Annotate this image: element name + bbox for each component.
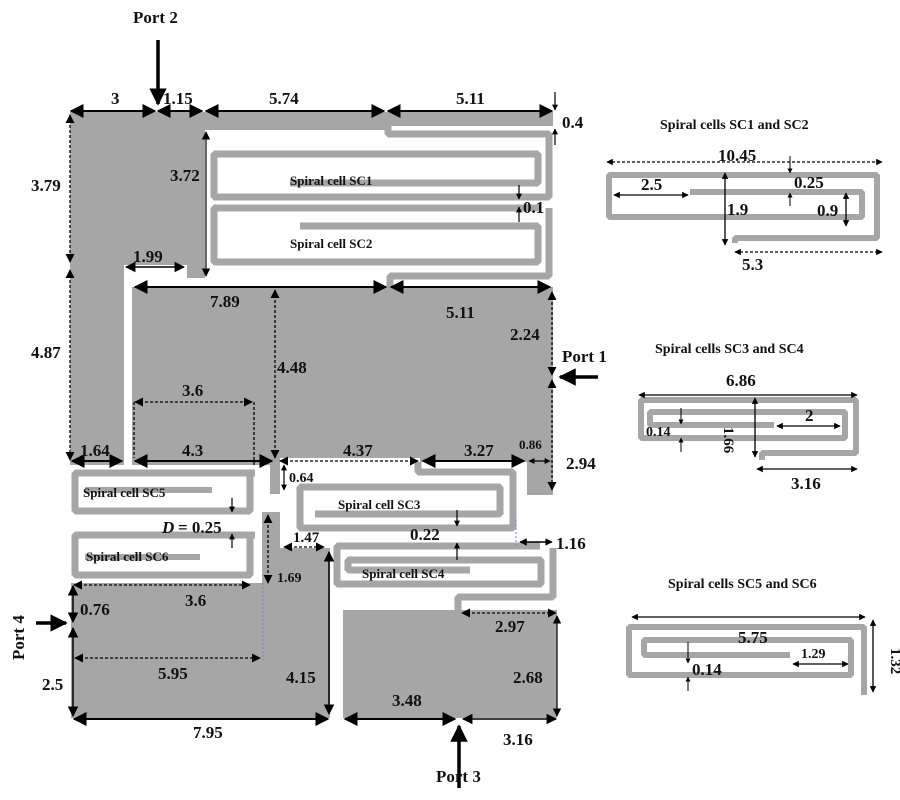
dim-2-97: 2.97 [495,617,525,636]
dim-3-6-upper: 3.6 [182,381,203,400]
dim-4-15: 4.15 [286,668,316,687]
detail-dim-1-32: 1.32 [887,648,900,674]
port4-patch [71,512,330,718]
detail-dim-0-9: 0.9 [817,201,838,220]
dim-3: 3 [111,89,120,108]
main-labels: Port 2 Port 1 Port 3 Port 4 Spiral cell … [9,8,607,786]
spiral-cell-sc3 [296,462,517,532]
main-layout [70,112,557,718]
dim-3-72: 3.72 [170,166,200,185]
dim-0-22: 0.22 [410,525,440,544]
dim-4-48: 4.48 [277,358,307,377]
detail-sc56-title: Spiral cells SC5 and SC6 [668,577,817,592]
port3-patch [343,610,557,718]
dim-7-89: 7.89 [210,292,240,311]
dim-3-6-lower: 3.6 [185,591,206,610]
dim-5-11-mid: 5.11 [446,303,475,322]
port1-patch [132,287,553,495]
spiral-cell-sc6 [71,531,255,579]
dim-0-86: 0.86 [519,437,542,452]
dim-d-value: = 0.25 [178,518,222,537]
sc3-label: Spiral cell SC3 [338,497,421,512]
detail-sc5-sc6: Spiral cells SC5 and SC6 5.75 0.14 1.29 … [626,577,900,695]
detail-dim-0-25: 0.25 [794,173,824,192]
spiral-cell-sc4 [333,542,557,610]
dim-4-87: 4.87 [31,343,61,362]
dim-0-64: 0.64 [289,471,314,486]
detail-sc12-title: Spiral cells SC1 and SC2 [660,118,809,133]
detail-dim-1-66: 1.66 [720,427,736,454]
dim-3-79: 3.79 [31,176,61,195]
dim-2-5: 2.5 [42,675,63,694]
detail-dim-1-29: 1.29 [801,647,826,662]
dim-0-4: 0.4 [562,113,584,132]
port1-label: Port 1 [562,347,607,366]
dim-5-74: 5.74 [269,89,299,108]
sc5-label: Spiral cell SC5 [83,485,166,500]
dim-1-47: 1.47 [293,530,320,546]
dim-7-95: 7.95 [193,723,223,742]
detail-dim-1-9: 1.9 [727,200,748,219]
sc6-label: Spiral cell SC6 [86,549,169,564]
dim-5-11-top: 5.11 [456,89,485,108]
detail-dim-2-5: 2.5 [641,175,662,194]
detail-sc1-sc2: Spiral cells SC1 and SC2 10.45 2.5 1.9 0… [606,118,883,274]
port2-label: Port 2 [133,8,178,27]
detail-sc3-sc4: Spiral cells SC3 and SC4 6.86 0.14 1.66 … [638,342,859,493]
detail-dim-0-14-sc34: 0.14 [646,425,671,440]
dim-4-37: 4.37 [343,441,373,460]
dim-1-99: 1.99 [133,247,163,266]
sc3-feed-stub [270,458,280,494]
detail-dim-10-45: 10.45 [718,146,756,165]
detail-sc34-title: Spiral cells SC3 and SC4 [655,342,804,357]
dim-5-95: 5.95 [158,664,188,683]
port4-label: Port 4 [9,615,28,660]
detail-dim-2: 2 [805,406,814,425]
port2-patch [70,112,385,465]
sc1-label: Spiral cell SC1 [290,173,372,188]
dim-2-94: 2.94 [566,454,596,473]
dim-0-76: 0.76 [80,600,110,619]
detail-dim-0-14-sc56: 0.14 [692,660,722,679]
detail-dim-3-16: 3.16 [791,474,821,493]
sc4-label: Spiral cell SC4 [362,566,445,581]
port-arrows [36,40,598,788]
spiral-cell-sc2 [210,204,553,287]
detail-dim-5-3: 5.3 [742,255,763,274]
dimension-lines [65,92,562,726]
dim-3-16-bottom: 3.16 [503,730,533,749]
dim-0-1: 0.1 [523,198,544,217]
detail-dim-6-86: 6.86 [726,371,756,390]
dim-d-label: D [161,518,174,537]
spiral-cell-sc5 [71,469,255,515]
dim-3-27: 3.27 [464,441,494,460]
dim-3-48: 3.48 [392,691,422,710]
dim-2-24: 2.24 [510,325,540,344]
spiral-cell-sc1 [210,126,553,201]
dim-1-16: 1.16 [556,534,586,553]
dim-4-3: 4.3 [182,441,203,460]
dim-1-69: 1.69 [277,571,302,586]
detail-dim-5-75: 5.75 [738,628,768,647]
port3-label: Port 3 [436,767,481,786]
dim-2-68: 2.68 [513,668,543,687]
dim-1-15: 1.15 [163,89,193,108]
sc2-label: Spiral cell SC2 [290,236,372,251]
dim-1-64: 1.64 [80,441,110,460]
top-feed-strip [385,112,553,126]
